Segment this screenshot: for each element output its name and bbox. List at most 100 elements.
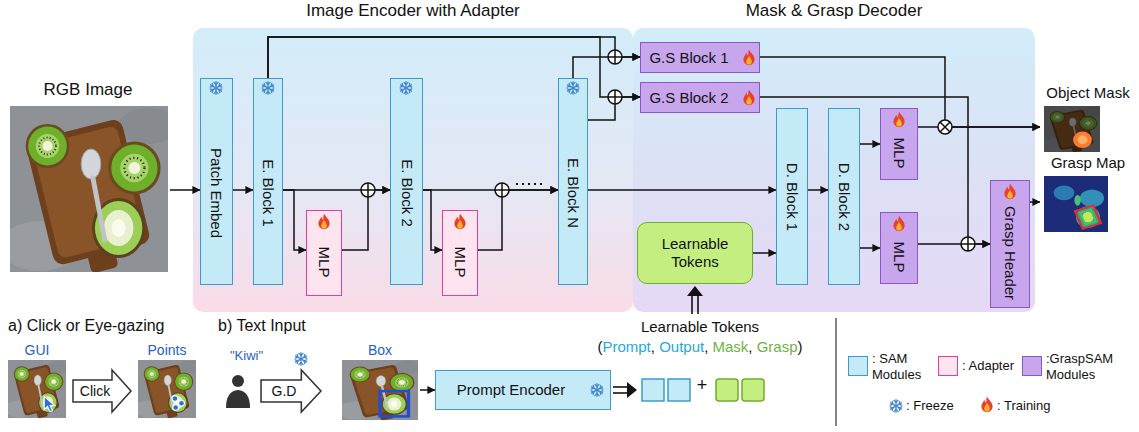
connector-arrow <box>283 190 306 250</box>
node-label: Grasp Map <box>1040 154 1136 172</box>
arrow-outline-shape <box>261 370 321 412</box>
image-panel: GUI <box>6 342 68 422</box>
annotation-label: a) Click or Eye-gazing <box>8 316 208 335</box>
rect-shape <box>742 379 764 401</box>
adapter-box: MLP <box>306 210 342 296</box>
line-shape <box>613 392 628 394</box>
image-panel: RGB Image <box>6 80 170 274</box>
sam-module-box: E. Block N <box>558 78 588 285</box>
annotation-label: (Prompt, Output, Mask, Grasp) <box>580 338 820 356</box>
connector-arrow <box>760 57 1040 127</box>
token-squares <box>642 379 764 401</box>
g-shape <box>608 90 622 104</box>
node-label: Prompt Encoder <box>457 381 565 399</box>
g-shape <box>495 183 509 197</box>
image-illustration <box>342 360 418 420</box>
rect-shape <box>380 391 409 416</box>
connector-arrow <box>1030 201 1040 203</box>
circle-shape <box>173 405 179 411</box>
path-shape <box>940 122 950 132</box>
legend-text: :GraspSAM Modules <box>1046 351 1136 382</box>
circle-shape <box>608 90 622 104</box>
token-word: Mask <box>713 338 749 355</box>
image-illustration <box>1044 176 1108 232</box>
circle-shape <box>232 375 244 387</box>
connector-arrow <box>170 189 200 191</box>
ellipse-shape <box>1073 131 1092 148</box>
image-panel: Object Mask <box>1040 84 1136 152</box>
use-shape <box>890 400 902 413</box>
rect-shape <box>668 379 690 401</box>
image-illustration <box>138 360 196 418</box>
path-shape <box>608 50 622 64</box>
rect-shape <box>1044 106 1100 152</box>
use-shape <box>342 360 418 420</box>
use-shape <box>318 214 329 229</box>
g-shape <box>172 396 184 411</box>
node-label: RGB Image <box>6 80 170 100</box>
circle-shape <box>938 120 952 134</box>
legend-text: : Adapter <box>962 358 1032 374</box>
token-box: Learnable Tokens <box>637 222 753 284</box>
connector-arrow <box>753 252 776 254</box>
connector-arrow <box>420 389 435 391</box>
ellipse-shape <box>1078 135 1088 144</box>
connector-arrow <box>478 190 558 250</box>
graspsam-module-box: Grasp Header <box>990 180 1030 308</box>
region-panel: Image Encoder with AdapterPatch EmbedE. … <box>193 28 633 312</box>
circle-shape <box>961 237 975 251</box>
line-shape <box>613 386 628 388</box>
node-label: E. Block 1 <box>259 159 277 227</box>
sam-module-box: E. Block 2 <box>390 78 423 285</box>
image-panel: Box <box>340 342 420 422</box>
arrow-outline-shape <box>73 370 131 412</box>
node-label: Learnable Tokens <box>645 235 745 271</box>
node-label: E. Block 2 <box>398 159 416 227</box>
polygon-shape <box>687 286 703 296</box>
arrow-shape: Click <box>72 368 132 414</box>
use-shape <box>567 82 579 95</box>
sam-module-box: E. Block 1 <box>253 78 283 285</box>
path-shape <box>361 183 375 197</box>
g-shape <box>961 237 975 251</box>
node-label: MLP <box>451 247 469 278</box>
token-word: , <box>651 338 659 355</box>
node-label: D. Block 1 <box>783 162 801 230</box>
connector-arrow <box>760 97 990 244</box>
image-panel: Grasp Map <box>1040 154 1136 234</box>
legend-text: : SAM Modules <box>872 351 934 382</box>
path-shape <box>961 237 975 251</box>
legend-swatch <box>938 356 958 376</box>
node-label: E. Block N <box>564 157 582 227</box>
node-label: Box <box>340 342 420 359</box>
use-shape <box>295 353 307 366</box>
g-shape <box>938 120 952 134</box>
sam-module-box: D. Block 1 <box>776 108 808 285</box>
connector-arrow <box>423 189 558 191</box>
use-shape <box>8 360 66 418</box>
connector-arrow <box>588 189 776 191</box>
token-word: Output <box>659 338 704 355</box>
use-shape <box>591 384 603 397</box>
region-panel: Mask & Grasp DecoderG.S Block 1G.S Block… <box>633 28 1035 312</box>
node-label: MLP <box>315 247 333 278</box>
image-illustration <box>8 360 66 418</box>
token-word: , <box>748 338 756 355</box>
image-illustration <box>10 106 168 272</box>
connector-arrow <box>573 57 640 78</box>
rect-shape <box>1080 210 1095 225</box>
node-label: G.S Block 1 <box>649 49 728 67</box>
connector-arrow <box>918 126 1040 128</box>
ellipse-shape <box>1074 195 1080 206</box>
connector-arrow <box>918 243 990 245</box>
token-word: Grasp <box>757 338 798 355</box>
double-arrow <box>613 286 703 398</box>
connector-arrow <box>233 189 253 191</box>
circle-shape <box>179 401 185 407</box>
freeze-icons <box>210 82 902 413</box>
circle-shape <box>361 183 375 197</box>
legend-text: : Training <box>997 398 1077 414</box>
annotation-label: Learnable Tokens <box>600 318 800 336</box>
node-label: Grasp Header <box>1001 206 1019 300</box>
connector-arrow <box>283 189 390 191</box>
